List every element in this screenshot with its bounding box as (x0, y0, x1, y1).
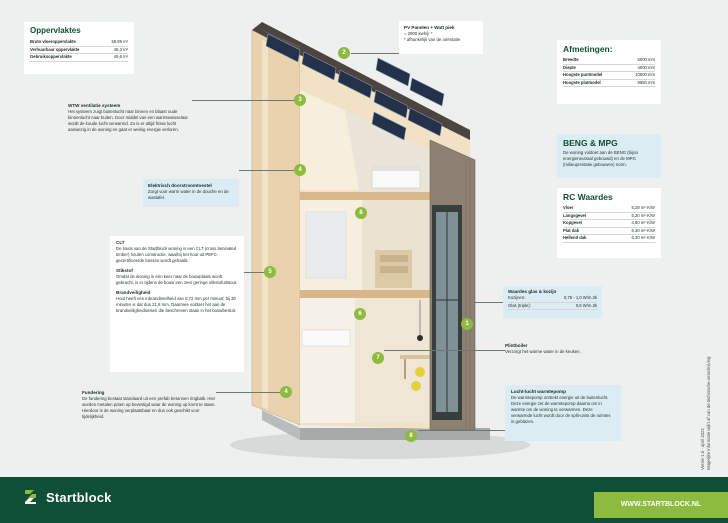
version-text: Versie 1.0 - april 2022 Mogelijke inform… (700, 356, 711, 470)
pin-1[interactable]: 1 (461, 318, 473, 330)
leader-line (244, 272, 264, 273)
oppervlaktes-title: Oppervlaktes (30, 26, 81, 35)
pin-6[interactable]: 6 (354, 308, 366, 320)
fundering-text: De fundering bestaat standaard uit een p… (82, 396, 216, 419)
glas-title: Waardes glas & kozijn (508, 289, 557, 294)
glas-rows: Kozijnen:0,76 - 1,0 W/m.2k Glas (triple)… (508, 295, 597, 311)
warmtepomp-title: Lucht-lucht warmtepomp (511, 389, 566, 394)
fundering-note: Fundering De fundering bestaat standaard… (82, 390, 216, 420)
pv-line1: = 2900 kwh/jr * (404, 31, 433, 36)
table-row: Glas (triple):0,6 W/m.2k (508, 303, 597, 311)
pin-8b[interactable]: 8 (405, 430, 417, 442)
glas-panel: Waardes glas & kozijn Kozijnen:0,76 - 1,… (503, 286, 602, 318)
pv-line2: * afhankelijk van de oriëntatie (404, 37, 461, 42)
fundering-title: Fundering (82, 390, 105, 395)
afmetingen-title: Afmetingen: (563, 44, 613, 54)
leader-line (418, 430, 505, 431)
plintboiler-title: Plintboiler (505, 343, 528, 348)
leader-line (239, 170, 294, 171)
pin-4[interactable]: 4 (294, 164, 306, 176)
leader-line (192, 100, 294, 101)
brandveiligheid-title: Brandveiligheid (116, 290, 151, 295)
plintboiler-note: Plintboiler Verzorgt het warme water in … (505, 343, 625, 355)
wtw-text: Het systeem zuigt buitenlucht naar binne… (68, 109, 188, 132)
pin-8[interactable]: 8 (355, 207, 367, 219)
pin-2[interactable]: 2 (338, 47, 350, 59)
wtw-title: WTW ventilatie systeem (68, 103, 121, 108)
doorstroom-text: Zorgt voor warm water in de douche en de… (148, 189, 229, 200)
website-link[interactable]: WWW.STARTBLOCK.NL (594, 492, 728, 518)
brandveiligheid-text: Hout heeft een inbrandsnelheid van 0,72 … (116, 296, 237, 313)
beng-title: BENG & MPG (563, 138, 618, 148)
plintboiler-text: Verzorgt het warme water in de keuken. (505, 349, 581, 354)
pin-7[interactable]: 7 (372, 352, 384, 364)
beng-panel: BENG & MPG De woning voldoet aan de BENG… (557, 134, 661, 178)
startblock-logo-icon (25, 490, 36, 504)
leader-line (474, 302, 503, 303)
doorstroom-panel: Elektrisch doorstroomtoestel Zorgt voor … (143, 179, 239, 207)
pin-3[interactable]: 3 (294, 94, 306, 106)
clt-text: De basis van de Startblock woning is een… (116, 246, 237, 263)
leader-line (216, 392, 280, 393)
pv-panel: PV Panelen + Watt piek = 2900 kwh/jr * *… (399, 21, 483, 54)
leader-line (351, 53, 399, 54)
pv-title: PV Panelen + Watt piek (404, 25, 455, 30)
pin-5[interactable]: 5 (264, 266, 276, 278)
stikstof-text: Omdat de woning in één keer naar de bouw… (116, 274, 238, 285)
warmtepomp-text: De warmtepomp onttrekt energie uit de bu… (511, 395, 611, 424)
stikstof-title: Stikstof (116, 268, 133, 273)
brand-name: Startblock (46, 489, 112, 505)
warmtepomp-panel: Lucht-lucht warmtepomp De warmtepomp ont… (505, 385, 621, 441)
startblock-logo[interactable]: Startblock (22, 485, 142, 509)
doorstroom-title: Elektrisch doorstroomtoestel (148, 183, 212, 188)
wtw-note: WTW ventilatie systeem Het systeem zuigt… (68, 103, 192, 133)
leader-line (384, 350, 505, 351)
pin-4b[interactable]: 4 (280, 386, 292, 398)
clt-title: CLT (116, 240, 125, 245)
clt-panel: CLT De basis van de Startblock woning is… (110, 236, 244, 372)
beng-text: De woning voldoet aan de BENG (bijna ene… (563, 150, 638, 167)
table-row: Kozijnen:0,76 - 1,0 W/m.2k (508, 295, 597, 303)
rc-title: RC Waardes (563, 192, 613, 202)
